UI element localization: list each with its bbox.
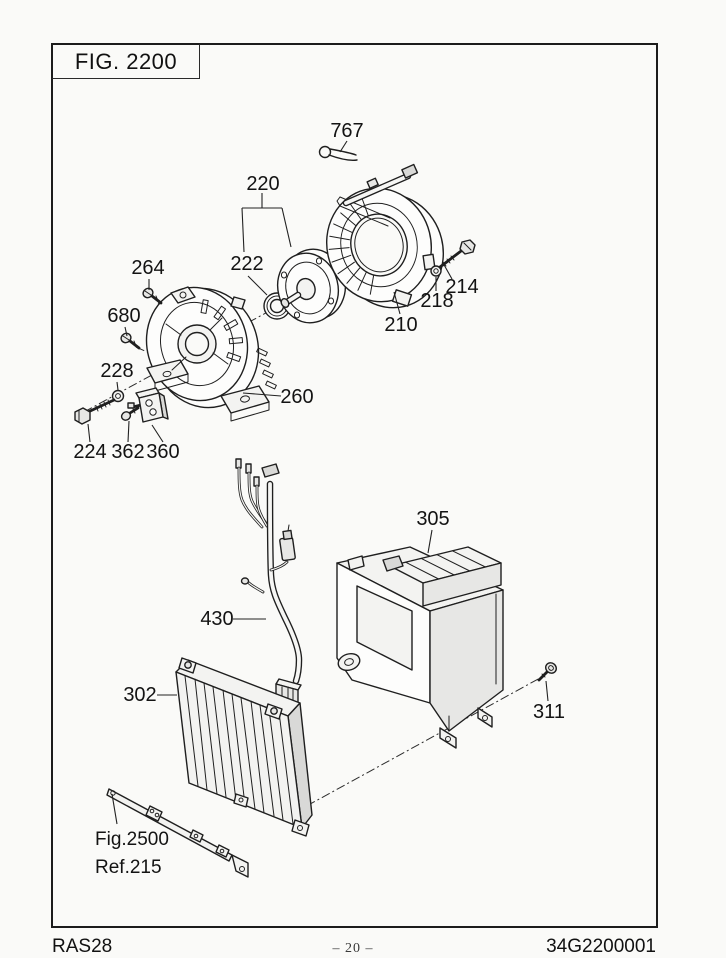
part-label-228: 228 bbox=[100, 360, 134, 382]
part-label-264: 264 bbox=[131, 257, 165, 279]
screw-362-drawing bbox=[120, 406, 140, 421]
part-label-305: 305 bbox=[416, 508, 450, 530]
cross-reference-note: Fig.2500 Ref.215 bbox=[95, 826, 169, 881]
regulator-302-drawing bbox=[175, 657, 313, 837]
bolt-224-drawing bbox=[74, 398, 116, 425]
screw-311-drawing bbox=[537, 662, 557, 682]
part-label-680: 680 bbox=[107, 305, 141, 327]
terminal-360-drawing bbox=[127, 387, 169, 423]
part-label-220: 220 bbox=[246, 173, 280, 195]
washer-218-drawing bbox=[430, 265, 442, 277]
cotter-pin-767-drawing bbox=[318, 145, 358, 161]
backplate-260-drawing bbox=[145, 286, 277, 422]
part-label-360: 360 bbox=[146, 441, 180, 463]
figure-title-box: FIG. 2200 bbox=[51, 43, 200, 79]
leader-lines bbox=[87, 140, 549, 825]
washer-228-drawing bbox=[111, 389, 125, 403]
figure-title: FIG. 2200 bbox=[74, 48, 178, 74]
part-label-302: 302 bbox=[123, 684, 157, 706]
part-label-311: 311 bbox=[533, 701, 565, 723]
figure-border bbox=[51, 43, 658, 928]
figure-part-code: 34G2200001 bbox=[546, 936, 656, 957]
stator-210-drawing bbox=[325, 163, 445, 309]
bracket-ref215-drawing bbox=[106, 788, 249, 878]
screw-680-drawing bbox=[120, 332, 141, 350]
cross-reference-ref: Ref.215 bbox=[95, 856, 162, 878]
cross-reference-figure: Fig.2500 bbox=[95, 829, 169, 850]
rotor-220-drawing bbox=[276, 248, 347, 324]
harness-430-drawing bbox=[235, 458, 303, 704]
housing-305-drawing bbox=[336, 546, 504, 749]
part-label-222: 222 bbox=[230, 253, 264, 275]
part-label-210: 210 bbox=[384, 314, 418, 336]
model-code: RAS28 bbox=[52, 936, 113, 957]
part-label-767: 767 bbox=[330, 120, 364, 142]
part-label-430: 430 bbox=[200, 608, 234, 630]
part-label-214: 214 bbox=[445, 276, 479, 298]
page-number: – 20 – bbox=[332, 941, 374, 956]
screw-264-drawing bbox=[142, 287, 163, 305]
bolt-214-drawing bbox=[438, 239, 476, 269]
part-label-224: 224 bbox=[73, 441, 107, 463]
part-label-260: 260 bbox=[280, 386, 314, 408]
part-label-362: 362 bbox=[111, 441, 145, 463]
part-label-218: 218 bbox=[420, 290, 454, 312]
